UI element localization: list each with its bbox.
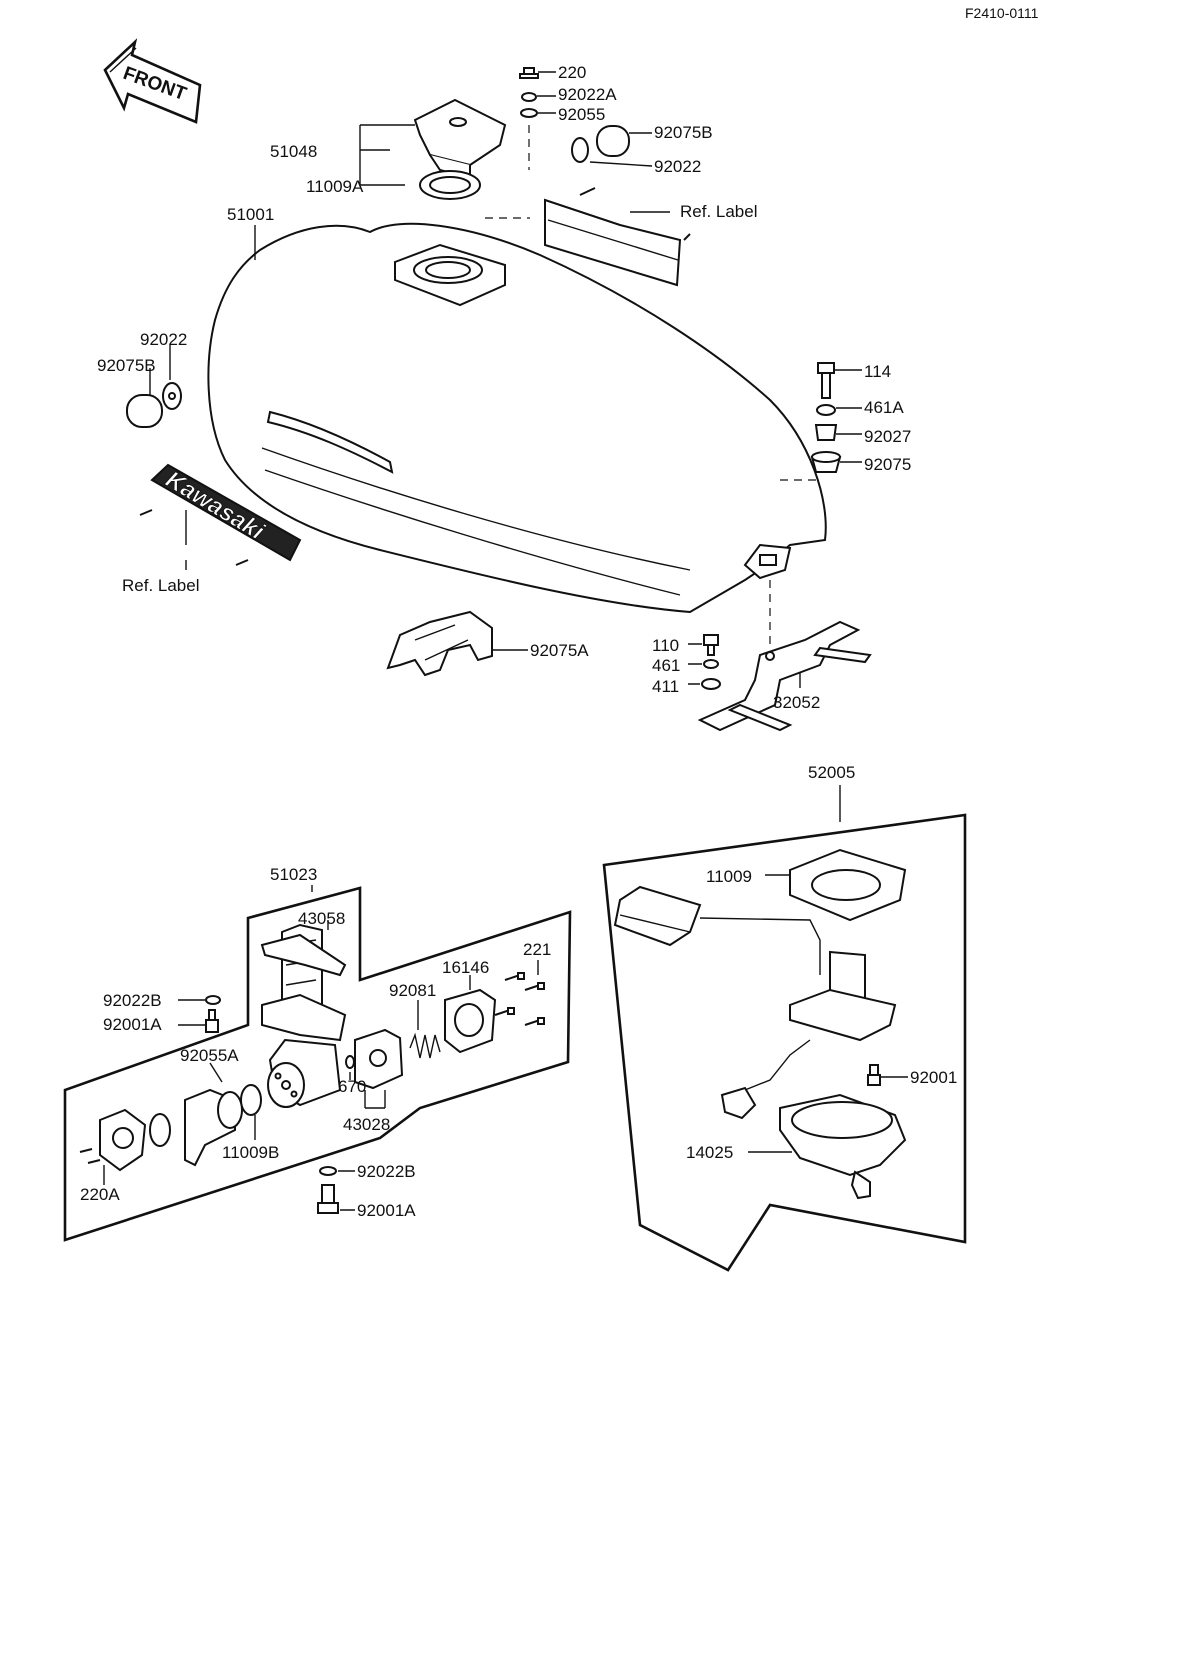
front-arrow-label: FRONT xyxy=(120,63,189,105)
label-92081: 92081 xyxy=(389,981,436,1000)
label-411: 411 xyxy=(652,677,679,696)
label-14025: 14025 xyxy=(686,1143,733,1162)
fuel-tank-51001 xyxy=(207,222,827,614)
tap-cover-220A xyxy=(79,1108,147,1172)
sender-cover-14025 xyxy=(779,1093,907,1200)
label-92022A: 92022A xyxy=(558,85,617,104)
bracket-32052 xyxy=(697,580,872,732)
bushing-92075B-left xyxy=(126,382,182,428)
label-92001A-a: 92001A xyxy=(103,1015,162,1034)
sender-assembly-outline xyxy=(602,813,967,1272)
label-11009B: 11009B xyxy=(222,1143,279,1162)
label-92022B-a: 92022B xyxy=(103,991,162,1010)
label-92055: 92055 xyxy=(558,105,605,124)
fuel-tap-assembly-outline xyxy=(63,886,572,1242)
washer-bolt-92022B-92001A-b xyxy=(317,1166,339,1214)
diaphragm-43028 xyxy=(345,1028,404,1090)
bushing-92075B-top xyxy=(571,125,630,163)
label-461: 461 xyxy=(652,656,680,675)
label-92075B-top: 92075B xyxy=(654,123,713,142)
label-92075: 92075 xyxy=(864,455,911,474)
fuel-sender-unit xyxy=(613,885,897,1120)
label-51001: 51001 xyxy=(227,205,274,224)
label-221: 221 xyxy=(523,940,551,959)
screw-92001 xyxy=(867,1064,881,1086)
rubber-mount-92075A xyxy=(386,610,493,677)
label-92027: 92027 xyxy=(864,427,911,446)
label-92022B-b: 92022B xyxy=(357,1162,416,1181)
label-plate-top xyxy=(485,187,691,287)
label-92022-top: 92022 xyxy=(654,157,701,176)
bolt-220-stack xyxy=(519,67,539,170)
label-51048: 51048 xyxy=(270,142,317,161)
tap-lever-92055A xyxy=(149,1084,262,1167)
label-92022-left: 92022 xyxy=(140,330,187,349)
ref-label-left: Ref. Label xyxy=(122,576,200,595)
label-52005: 52005 xyxy=(808,763,855,782)
label-43028: 43028 xyxy=(343,1115,390,1134)
screws-221 xyxy=(494,972,545,1026)
label-16146: 16146 xyxy=(442,958,489,977)
label-43058: 43058 xyxy=(298,909,345,928)
mount-bolt-stack xyxy=(780,362,842,481)
label-11009: 11009 xyxy=(706,867,752,886)
washer-bolt-92022B-92001A-a xyxy=(205,995,221,1033)
fuel-tap-body xyxy=(260,923,347,1108)
label-92075B-left: 92075B xyxy=(97,356,156,375)
label-220A: 220A xyxy=(80,1185,120,1204)
label-11009A: 11009A xyxy=(306,177,364,196)
label-51023: 51023 xyxy=(270,865,317,884)
label-110: 110 xyxy=(652,636,679,655)
cover-16146 xyxy=(444,988,497,1054)
gasket-11009 xyxy=(789,848,907,922)
gasket-11009A xyxy=(419,170,481,200)
label-461A: 461A xyxy=(864,398,904,417)
label-92001: 92001 xyxy=(910,1068,957,1087)
front-arrow-icon: FRONT xyxy=(103,38,202,124)
ref-label-top: Ref. Label xyxy=(680,202,758,221)
bolt-110-stack xyxy=(701,634,721,690)
fuel-cap-51048 xyxy=(413,98,507,180)
label-92055A: 92055A xyxy=(180,1046,239,1065)
label-32052: 32052 xyxy=(773,693,820,712)
label-220: 220 xyxy=(558,63,586,82)
diagram-code: F2410-0111 xyxy=(965,5,1039,21)
label-92001A-b: 92001A xyxy=(357,1201,416,1220)
spring-92081 xyxy=(409,1032,441,1059)
label-114: 114 xyxy=(864,362,891,381)
label-670: 670 xyxy=(338,1077,366,1096)
label-92075A: 92075A xyxy=(530,641,589,660)
